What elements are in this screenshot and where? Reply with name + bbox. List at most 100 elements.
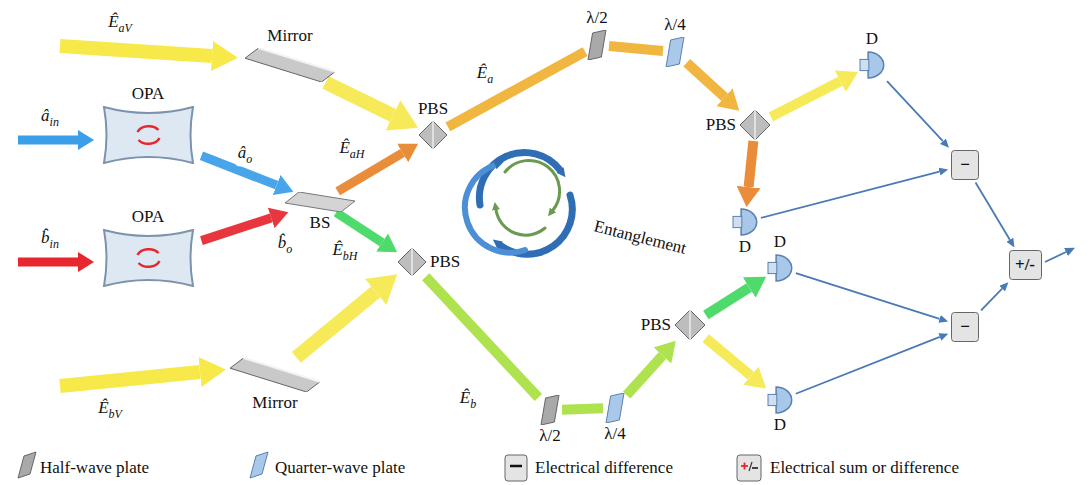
symbol: Ê	[477, 63, 487, 82]
difference-box: −	[951, 150, 979, 180]
node-label: λ/4	[604, 425, 625, 444]
bs-outline	[285, 192, 355, 212]
pbs-cube: PBS	[398, 248, 426, 276]
entanglement-swirl	[465, 152, 572, 254]
hwp-outline	[586, 30, 608, 60]
light-beam	[706, 338, 751, 376]
field-label: ÊbV	[96, 399, 124, 421]
light-beam	[426, 277, 539, 398]
light-beam	[687, 63, 725, 97]
hwp-outline	[539, 395, 561, 425]
signal-wire	[796, 273, 940, 319]
quarter-wave-plate: λ/4	[604, 393, 626, 423]
quarter-wave-plate: λ/4	[664, 37, 686, 67]
beam-label: ÊaH	[337, 139, 366, 161]
node-label: PBS	[430, 253, 460, 272]
legend-text: Electrical difference	[535, 459, 673, 478]
symbol: Ê	[332, 240, 342, 259]
beam-splitter: BS	[285, 192, 355, 212]
input-beam	[18, 136, 78, 145]
node-label: −	[960, 318, 970, 337]
symbol: b̂	[41, 228, 50, 247]
subscript: bV	[109, 407, 122, 421]
det-outline	[859, 51, 885, 79]
node-label: D	[739, 238, 751, 257]
half-wave-plate: λ/2	[539, 395, 561, 425]
light-beam	[627, 356, 663, 396]
subscript: o	[246, 152, 252, 166]
pbs-outline	[398, 248, 426, 276]
pbs-outline	[675, 310, 705, 340]
light-beam	[706, 287, 749, 314]
subscript: b	[470, 397, 476, 411]
field-label: b̂in	[39, 229, 61, 251]
beam-label: ÊbH	[330, 241, 359, 263]
subscript: in	[50, 237, 59, 251]
detector: D	[859, 51, 885, 79]
subscript: o	[286, 242, 292, 256]
light-beam	[201, 218, 271, 241]
beam-label: Êb	[458, 389, 478, 411]
light-beam	[326, 82, 393, 115]
mirror-outline	[245, 48, 335, 82]
detector: D	[732, 208, 758, 236]
node-label: +/-	[1015, 256, 1035, 275]
node-label: −	[960, 156, 970, 175]
det-outline	[767, 386, 793, 414]
opa-cavity: OPA	[96, 106, 201, 164]
subscript: aH	[350, 147, 365, 161]
symbol: Ê	[98, 398, 108, 417]
node-label: Mirror	[267, 27, 312, 46]
legend-icons	[18, 452, 761, 481]
symbol: â	[238, 143, 247, 162]
pbs-cube: PBS	[419, 121, 447, 149]
node-label: D	[774, 233, 786, 252]
node-label: λ/2	[586, 9, 607, 28]
mirror: Mirror	[230, 358, 320, 392]
node-label: D	[866, 30, 878, 49]
input-beam	[60, 46, 212, 56]
symbol: â	[41, 106, 50, 125]
node-label: Mirror	[252, 394, 297, 413]
pbs-cube: PBS	[675, 310, 705, 340]
pbs-outline	[419, 121, 447, 149]
mirror: Mirror	[245, 48, 335, 82]
subscript: bH	[343, 249, 358, 263]
node-label: λ/2	[539, 427, 560, 446]
mirror-outline	[230, 358, 320, 392]
subscript: a	[487, 72, 493, 86]
det-outline	[732, 208, 758, 236]
detector: D	[767, 254, 793, 282]
pbs-outline	[740, 110, 770, 140]
node-label: D	[774, 416, 786, 435]
det-outline	[767, 254, 793, 282]
node-label: PBS	[706, 116, 736, 135]
light-beam	[771, 81, 840, 117]
light-beam	[448, 52, 585, 127]
opa-outline	[96, 229, 201, 287]
output-wire	[1045, 252, 1066, 262]
subscript: aV	[119, 21, 132, 35]
light-beam	[562, 408, 603, 409]
symbol: Ê	[108, 12, 118, 31]
difference-box: −	[951, 312, 979, 342]
pbs-cube: PBS	[740, 110, 770, 140]
input-beam	[18, 258, 78, 267]
legend-text: Half-wave plate	[40, 459, 149, 478]
node-label: OPA	[132, 85, 164, 104]
beam-label: Êa	[475, 64, 495, 86]
field-label: âin	[39, 107, 61, 129]
light-beam	[749, 141, 754, 187]
light-beam	[296, 292, 375, 357]
qwp-outline	[604, 393, 626, 423]
node-label: BS	[310, 214, 331, 233]
entanglement-label: Entanglement	[590, 217, 690, 259]
subscript: in	[50, 115, 59, 129]
signal-wire	[796, 337, 940, 394]
symbol: Ê	[460, 388, 470, 407]
node-label: PBS	[418, 100, 448, 119]
signal-wire	[976, 183, 1010, 240]
signal-wire	[761, 172, 939, 218]
